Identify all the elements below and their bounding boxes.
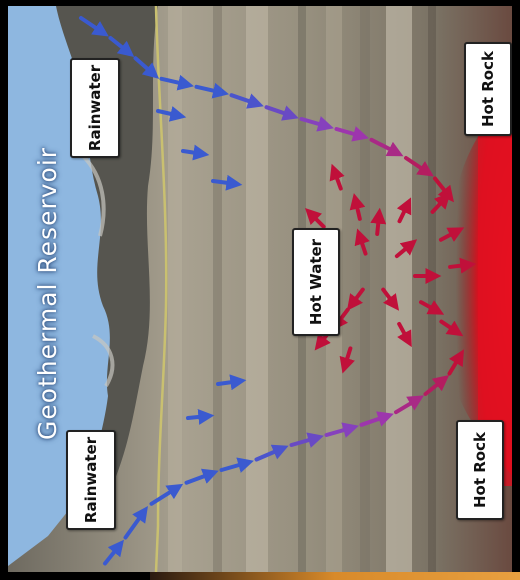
hot-water-arrow [377,214,379,234]
hot-rock-top-label: Hot Rock [464,42,512,136]
diagram-title: Geothermal Reservoir [18,128,78,458]
hot-rock-bottom-label: Hot Rock [456,420,504,520]
infiltration-arrow [188,416,208,418]
bottom-accent-bar [150,572,520,580]
hot-water-label: Hot Water [292,228,340,336]
diagram-frame: Rainwater Rainwater Hot Water Hot Rock H… [8,6,512,572]
hot-water-arrow [450,265,470,267]
